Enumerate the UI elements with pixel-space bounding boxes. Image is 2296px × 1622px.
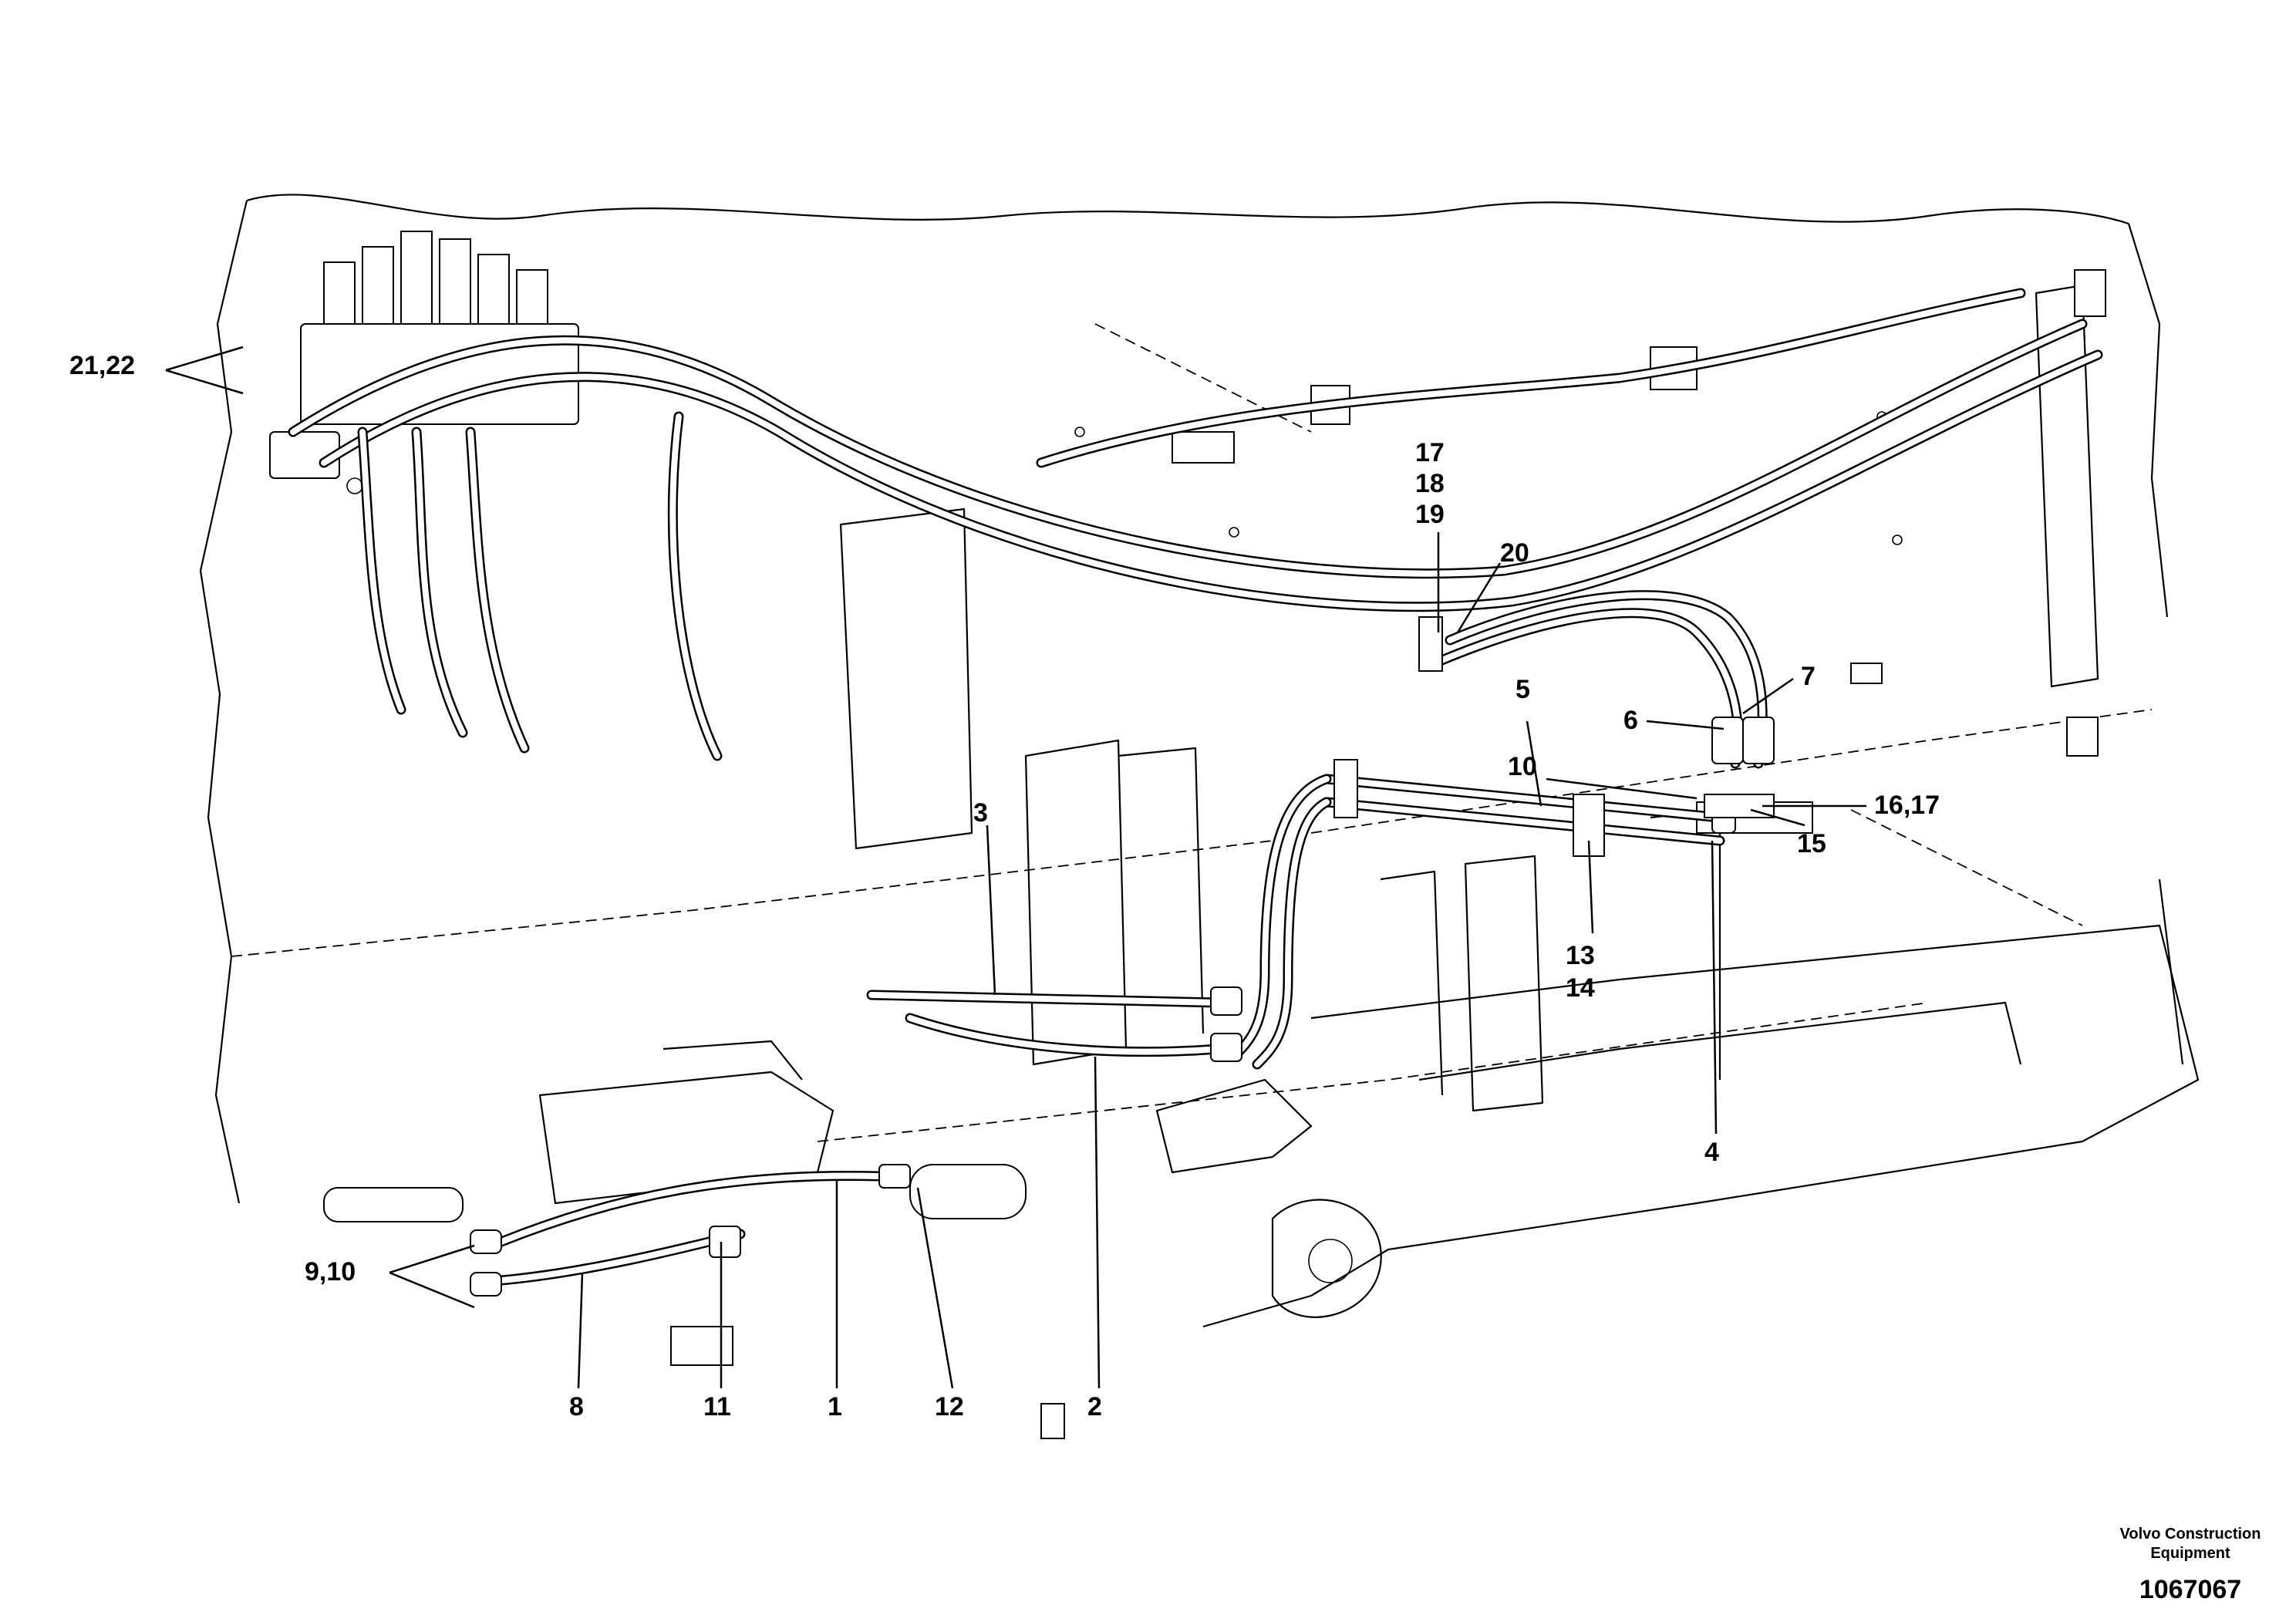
- callout-14: 14: [1566, 973, 1595, 1003]
- callout-1: 1: [828, 1392, 842, 1421]
- callout-20: 20: [1500, 538, 1529, 568]
- callout-7: 7: [1801, 662, 1816, 691]
- callout-15: 15: [1797, 829, 1826, 858]
- callout-18: 18: [1415, 469, 1445, 498]
- callout-13: 13: [1566, 941, 1595, 970]
- callout-labels: 21,22 17 18 19 20 7 6 5 10 16,17 15 3 13…: [69, 351, 1940, 1421]
- hydraulic-hoses: [288, 288, 2103, 1297]
- company-name-line2: Equipment: [2150, 1545, 2230, 1562]
- callout-16-17: 16,17: [1874, 791, 1940, 820]
- callout-11: 11: [703, 1392, 731, 1421]
- control-valve-block: [269, 231, 579, 479]
- callout-leaders: [165, 346, 1866, 1389]
- callout-4: 4: [1704, 1138, 1719, 1167]
- callout-19: 19: [1415, 500, 1445, 529]
- drawing-footer: Volvo Construction Equipment 1067067: [2120, 1526, 2261, 1604]
- callout-9-10: 9,10: [305, 1257, 356, 1286]
- callout-2: 2: [1087, 1392, 1102, 1421]
- callout-3: 3: [973, 798, 988, 828]
- drawing-number: 1067067: [2139, 1575, 2241, 1604]
- callout-5: 5: [1515, 675, 1530, 704]
- company-name-line1: Volvo Construction: [2120, 1526, 2261, 1543]
- callout-6: 6: [1623, 706, 1638, 735]
- callout-17: 17: [1415, 438, 1445, 467]
- callout-12-label: 12: [935, 1392, 964, 1421]
- callout-10: 10: [1508, 752, 1537, 781]
- callout-8: 8: [569, 1392, 584, 1421]
- callout-21-22: 21,22: [69, 351, 135, 380]
